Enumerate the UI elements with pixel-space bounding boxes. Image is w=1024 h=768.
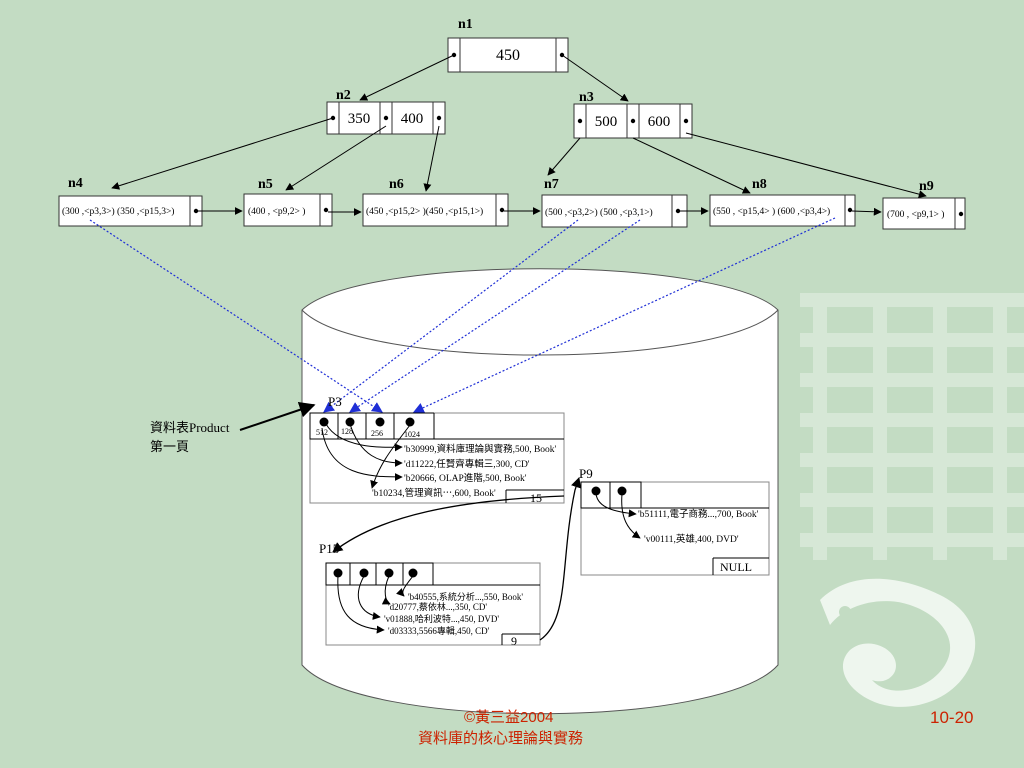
p9-next-page: NULL [720,560,752,574]
page-p3 [309,412,565,504]
page-p15 [325,562,541,646]
leaf-n4-entries: (300 ,<p3,3>) (350 ,<p15,3>) [62,206,174,217]
p15-record-2: 'd20777,蔡依林...,350, CD' [388,601,487,612]
p3-record-1: 'b30999,資料庫理論與實務,500, Book' [404,443,557,455]
label-n5: n5 [258,177,273,192]
leaf-n8-entries: (550 , <p15,4> ) (600 ,<p3,4>) [713,206,830,217]
p3-offset-2: 128 [341,427,353,436]
n3-key-2: 600 [648,114,671,130]
n2-key-2: 400 [401,111,424,127]
dragon-ornament [820,578,976,707]
leaf-n9 [882,197,966,230]
table-annotation: 資料表Product 第一頁 [150,420,230,454]
node-n2 [326,101,446,135]
leaf-n6-entries: (450 ,<p15,2> )(450 ,<p15,1>) [366,206,483,217]
p3-offset-4: 1024 [404,430,420,439]
record-pointers [89,217,836,413]
p3-offset-1: 512 [316,428,328,437]
node-keys: 450 350 400 500 600 [348,47,671,130]
page-p15-title: P15 [319,541,339,556]
label-n1: n1 [458,17,473,32]
p3-record-4: 'b10234,管理資訊⋯,600, Book' [372,487,496,499]
p3-record-2: 'd11222,任賢齊專輯三,300, CD' [404,458,530,470]
footer-page-number: 10-20 [930,708,974,727]
leaf-n7-entries: (500 ,<p3,2>) (500 ,<p3,1>) [545,207,653,218]
node-n3 [573,103,693,139]
p9-record-1: 'b51111,電子商務...,700, Book' [638,508,759,520]
leaf-n5 [243,193,333,227]
footer-book-title: 資料庫的核心理論與實務 [418,730,584,747]
node-n1 [447,37,569,73]
n3-key-1: 500 [595,114,618,130]
p3-record-3: 'b20666, OLAP進階,500, Book' [404,472,527,484]
leaf-n4 [58,195,203,227]
p15-record-3: 'v01888,哈利波特...,450, DVD' [384,613,499,624]
label-n8: n8 [752,177,767,192]
p15-next-page: 9 [511,634,517,648]
p3-next-page: 15 [530,491,542,505]
label-n2: n2 [336,88,351,103]
tree-pointers [111,54,927,216]
page-texts: P3 512 128 256 1024 'b30999,資料庫理論與實務,500… [316,394,759,648]
label-n7: n7 [544,177,559,192]
leaf-n9-entries: (700 , <p9,1> ) [887,209,944,220]
p15-record-4: 'd03333,5566專輯,450, CD' [388,625,490,636]
leaf-n5-entries: (400 , <p9,2> ) [248,206,305,217]
annotation-line-2: 第一頁 [150,439,189,454]
footer-copyright: ©黃三益2004 [464,709,554,726]
p9-record-2: 'v00111,英雄,400, DVD' [644,533,739,545]
leaf-n8 [709,194,856,227]
page-chain [239,402,581,641]
label-n3: n3 [579,90,594,105]
n2-key-1: 350 [348,111,371,127]
label-n9: n9 [919,179,934,194]
p3-offset-3: 256 [371,429,383,438]
label-n6: n6 [389,177,404,192]
page-p9 [580,481,770,576]
leaf-n6 [362,193,509,227]
leaf-texts: (300 ,<p3,3>) (350 ,<p15,3>) (400 , <p9,… [62,206,944,220]
annotation-line-1: 資料表Product [150,420,230,435]
background-watermark [800,293,1024,560]
label-n4: n4 [68,176,83,191]
page-p9-title: P9 [579,466,593,481]
page-p3-title: P3 [328,394,342,409]
n1-key-1: 450 [496,47,520,64]
node-labels: n1 n2 n3 n4 n5 n6 n7 n8 n9 [68,17,934,194]
p15-record-1: 'b40555,系統分析...,550, Book' [408,591,523,602]
